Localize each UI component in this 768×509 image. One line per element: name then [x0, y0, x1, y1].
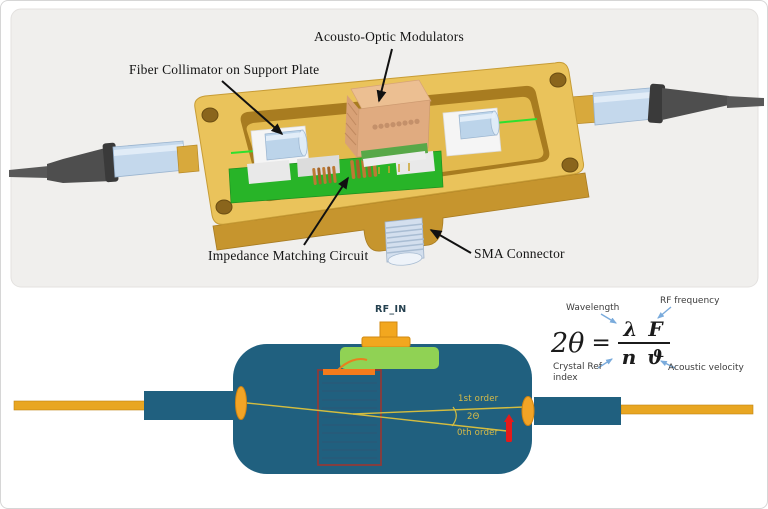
- screw-hole: [201, 107, 219, 123]
- arrow-to-lambda: [600, 313, 617, 324]
- arrow-to-aom: [376, 48, 393, 103]
- arrow-to-impedance-circuit: [303, 176, 349, 246]
- fiber-pigtail-left: [9, 140, 200, 183]
- label-rf-frequency: RF frequency: [660, 296, 720, 306]
- label-rf-in: RF_IN: [375, 304, 407, 315]
- fiber-pigtail-right: [570, 83, 764, 126]
- lens-right: [521, 396, 535, 426]
- screw-hole: [561, 157, 579, 173]
- label-impedance: Impedance Matching Circuit: [208, 248, 369, 263]
- screw-hole: [549, 72, 567, 88]
- label-2theta: 2Θ: [467, 412, 480, 422]
- acoustic-wavefronts: [322, 382, 377, 459]
- input-collimator-tube: [144, 391, 233, 420]
- label-fiber-collimator: Fiber Collimator on Support Plate: [129, 62, 320, 77]
- screw-hole: [215, 199, 233, 215]
- beam-first-order: [352, 406, 525, 415]
- schematic-panel: [13, 306, 754, 474]
- output-fiber: [620, 404, 754, 415]
- beam-zeroth-order: [352, 413, 508, 432]
- input-fiber: [13, 400, 146, 411]
- beam-paths: [246, 402, 525, 432]
- formula-fraction: λ F n ϑ: [617, 317, 671, 369]
- bragg-angle-formula: 2θ = λ F n ϑ: [551, 312, 671, 374]
- cad-render-panel: [9, 8, 764, 288]
- aom-port-row: [372, 118, 420, 130]
- electrode-bar: [323, 369, 375, 375]
- beam-input: [246, 402, 354, 415]
- label-acoustic-velocity: Acoustic velocity: [668, 363, 744, 373]
- transducer-block: [340, 347, 439, 369]
- formula-denominator: n ϑ: [621, 345, 667, 369]
- enclosure-front-face: [212, 172, 590, 252]
- label-crystal-ref-index: Crystal Ref index: [553, 362, 602, 384]
- modulator-body: [233, 344, 532, 474]
- coil-left: [312, 165, 337, 185]
- label-first-order: 1st order: [458, 394, 499, 404]
- formula-arrows: [597, 306, 676, 369]
- rf-connector: [361, 321, 411, 348]
- sma-threads: [385, 223, 425, 254]
- sma-connector-3d: [384, 217, 425, 266]
- arrow-to-F: [657, 306, 672, 319]
- label-sma: SMA Connector: [474, 246, 565, 261]
- lens-left: [235, 386, 247, 420]
- arrow-to-sma: [429, 229, 472, 254]
- label-zeroth-order: 0th order: [457, 428, 499, 438]
- collimator-left-3d: [250, 125, 310, 169]
- arrow-to-n: [597, 358, 613, 369]
- formula-equals: =: [591, 330, 611, 356]
- arrow-to-collimator: [221, 80, 284, 136]
- formula-fraction-bar: [617, 342, 671, 344]
- beam-stop: [504, 414, 514, 442]
- label-aom: Acousto-Optic Modulators: [314, 29, 464, 44]
- output-collimator-tube: [534, 397, 621, 425]
- annotation-arrows: [221, 48, 472, 254]
- laser-beam-right: [494, 118, 538, 124]
- bond-wire: [337, 358, 368, 371]
- collimator-right-3d: [442, 107, 502, 157]
- arrow-to-vartheta: [659, 360, 676, 369]
- formula-lhs: 2θ: [551, 327, 585, 359]
- aom-module-3d: [344, 79, 432, 174]
- label-crystal-ref-line2: index: [553, 373, 578, 383]
- label-wavelength: Wavelength: [566, 303, 620, 313]
- angle-arc: [451, 406, 457, 427]
- formula-numerator: λ F: [623, 317, 665, 341]
- label-crystal-ref-line1: Crystal Ref: [553, 362, 602, 372]
